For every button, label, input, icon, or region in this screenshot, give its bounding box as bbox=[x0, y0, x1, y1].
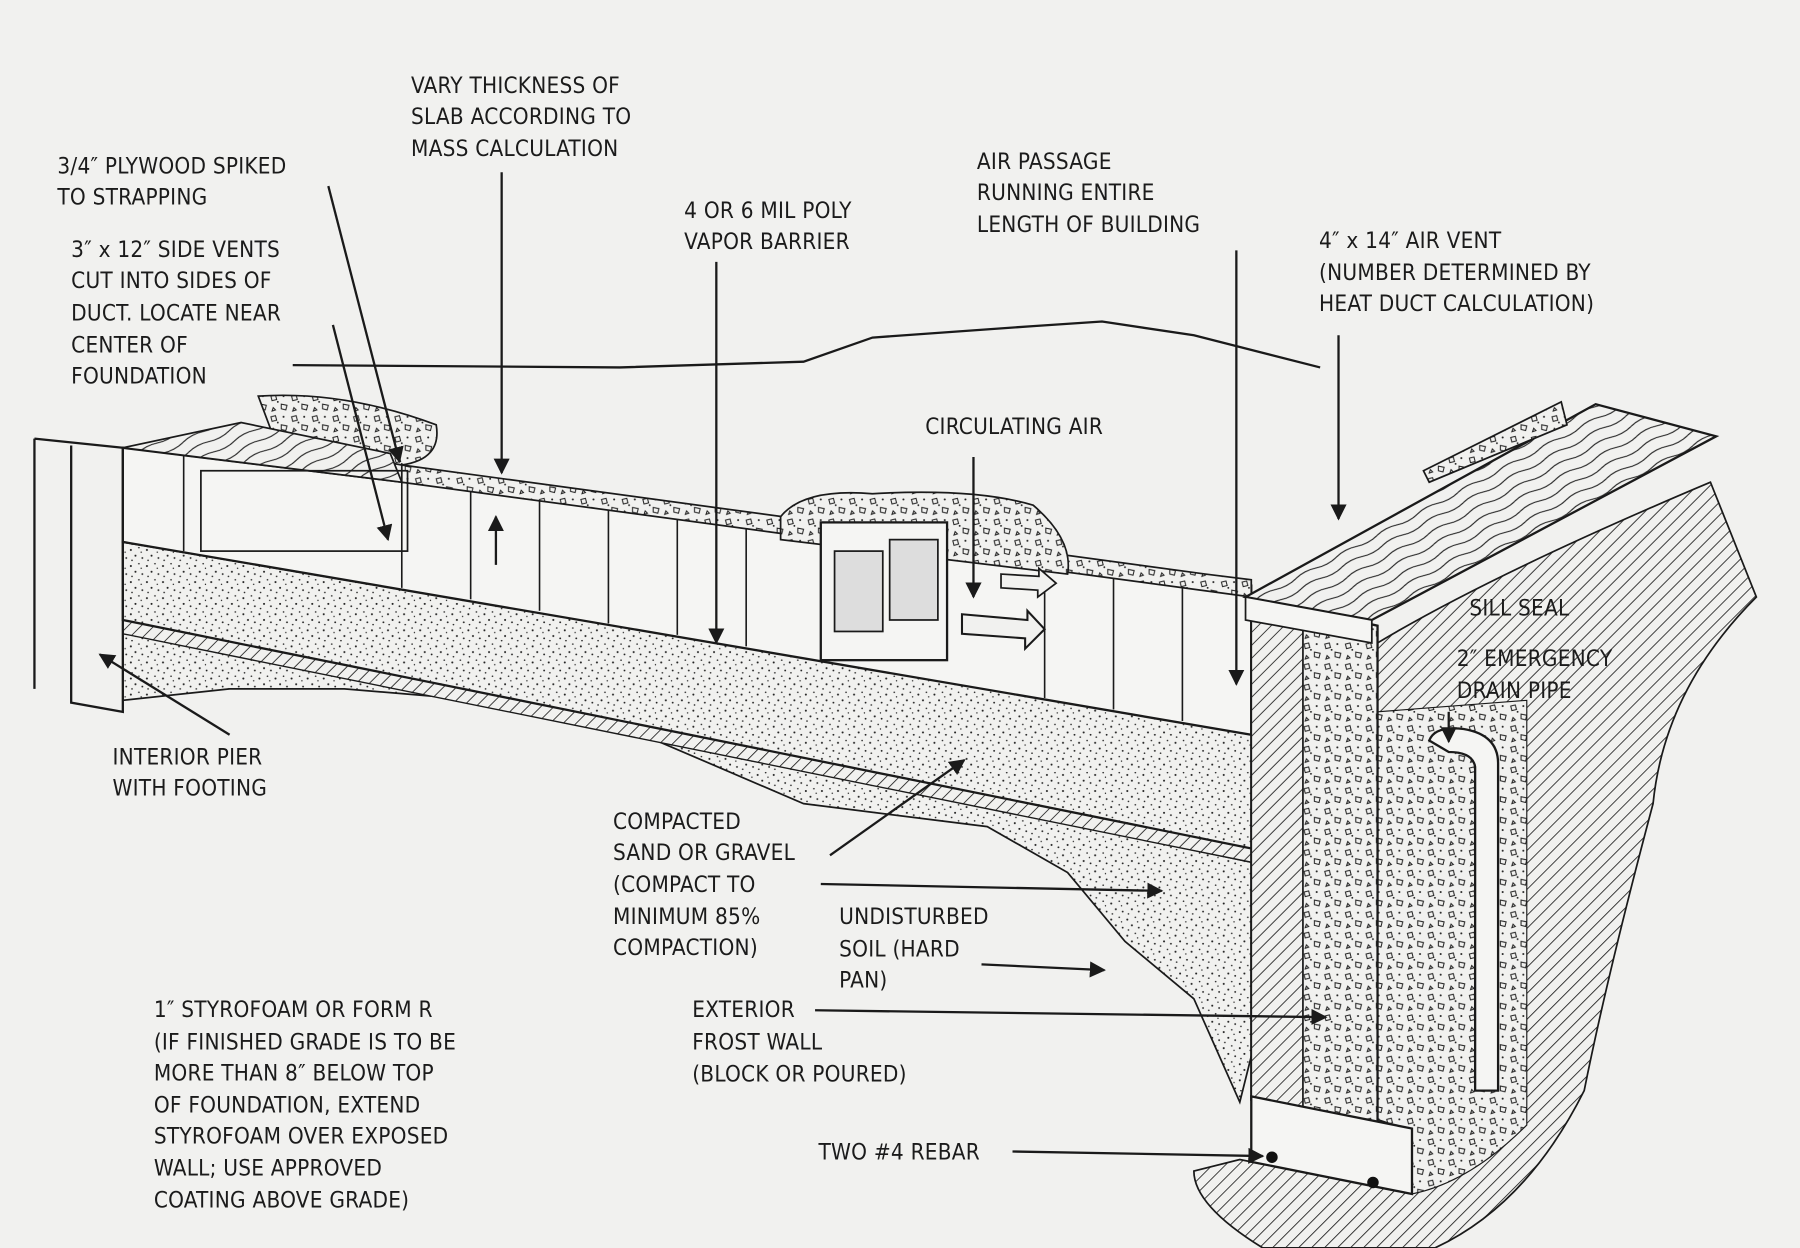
frost-wall-insulation bbox=[1250, 595, 1304, 1113]
interior-duct bbox=[200, 469, 409, 552]
rebar bbox=[1367, 1176, 1379, 1189]
leader-lines bbox=[98, 172, 1457, 1164]
air-flow-arrow bbox=[1000, 566, 1058, 599]
far-slab-edge bbox=[1422, 400, 1568, 484]
label-circulating-air: CIRCULATING AIR bbox=[925, 414, 1103, 440]
side-vent bbox=[888, 538, 939, 621]
side-vent bbox=[833, 550, 884, 633]
rebar bbox=[1266, 1151, 1278, 1163]
sill-plate-face bbox=[1244, 595, 1373, 644]
gravel-backfill bbox=[1376, 699, 1528, 1195]
horizon-line bbox=[292, 320, 1321, 369]
label-rebar: TWO #4 REBAR bbox=[817, 1140, 980, 1166]
air-flow-arrow bbox=[960, 608, 1047, 652]
interior-pier bbox=[33, 437, 124, 714]
footing bbox=[1250, 1094, 1414, 1196]
label-sill-seal: SILL SEAL bbox=[1469, 595, 1570, 621]
label-styrofoam: 1″ STYROFOAM OR FORM R(IF FINISHED GRADE… bbox=[154, 997, 456, 1214]
